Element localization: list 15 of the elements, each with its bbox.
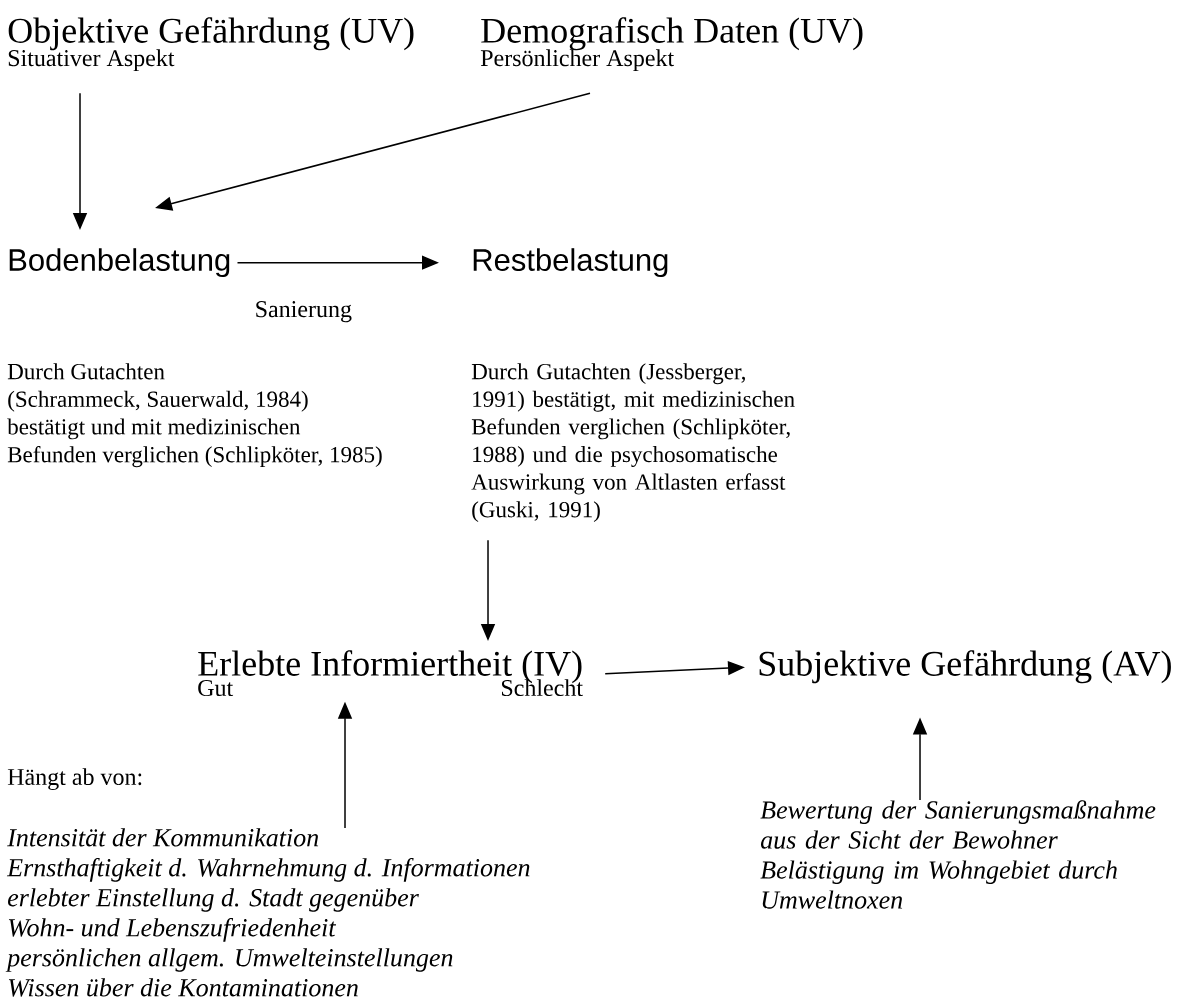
variable-heading: Objektive Gefährdung (UV) Situativer Aspekt xyxy=(8,17,414,72)
note-text: Hängt ab von: xyxy=(7,768,142,791)
note-text: Durch Gutachten xyxy=(7,363,165,380)
description-text: Durch Gutachten (Jessberger, 1991) bestätigt, mit medizinischen Befunden verglichen (Schlipköter, 1988) und die psychosomatische Auswirkung von Altlasten erfasst (Guski, 1991) xyxy=(471,363,795,523)
variable-heading: Demografisch Daten (UV) Persönlicher Aspekt xyxy=(480,17,863,72)
note-text: Befunden verglichen (Schlipköter, 1985) xyxy=(7,446,382,468)
factor-list: Intensität der Kommunikation Ernsthaftigkeit d. Wahrnehmung d. Informationen erlebter Einstellung d. Stadt gegenüber Wohn- und Lebenszufriedenheit persönlichen allgem. Umwelteinstellungen Wissen über die Kontaminationen xyxy=(5,828,530,997)
note-text: (Schrammeck, Sauerwald, 1984) xyxy=(8,390,308,412)
concept-label: Restbelastung xyxy=(473,248,668,278)
concept-label: Bodenbelastung xyxy=(9,248,230,278)
variable-heading: Subjektive Gefährdung (AV) xyxy=(759,650,1171,684)
variable-heading: Erlebte Informiertheit (IV) Gut Schlecht xyxy=(198,650,583,697)
note-text: bestätigt und mit medizinischen xyxy=(7,418,301,440)
edge-label: Sanierung xyxy=(253,300,353,324)
factor-list: Bewertung der Sanierungsmaßnahme aus der Sicht der Bewohner Belästigung im Wohngebiet durch Umweltnoxen xyxy=(760,800,1156,909)
